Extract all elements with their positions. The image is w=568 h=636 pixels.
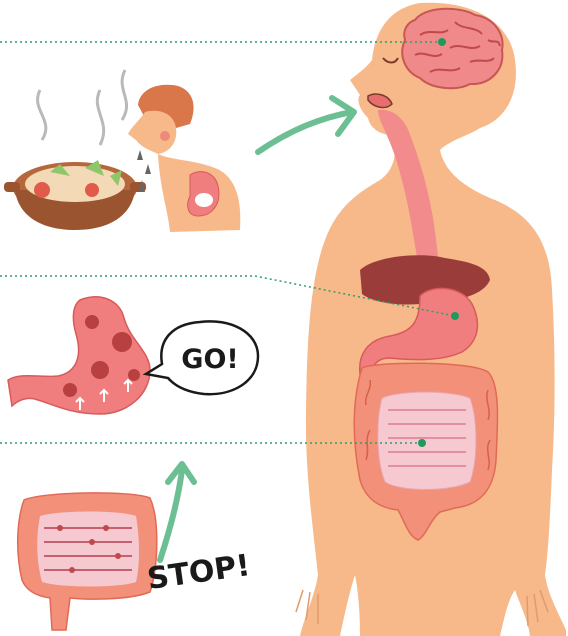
hot-pot-icon xyxy=(4,70,146,230)
stop-small-intestine xyxy=(37,512,139,587)
go-text: GO! xyxy=(181,344,238,375)
steam xyxy=(38,70,127,145)
stomach-go-icon xyxy=(8,297,150,414)
woman-cheek xyxy=(160,131,170,141)
pot-handle-left xyxy=(4,182,20,192)
stomach-pointer-dot xyxy=(451,312,459,320)
arrow-up xyxy=(160,470,182,560)
small-intestine xyxy=(378,392,476,490)
stopped-intestine-icon xyxy=(18,493,157,630)
woman-face xyxy=(128,111,176,154)
woman-icon xyxy=(128,85,240,232)
pot-tomato xyxy=(85,183,99,197)
pot-shrimp xyxy=(34,182,50,198)
go-speech-bubble: GO! xyxy=(146,321,258,394)
brain-pointer-dot xyxy=(438,38,446,46)
go-stomach-body xyxy=(8,297,150,414)
brain-icon xyxy=(402,9,502,88)
woman-stomach-inner xyxy=(195,193,213,207)
intestine-pointer-dot xyxy=(418,439,426,447)
